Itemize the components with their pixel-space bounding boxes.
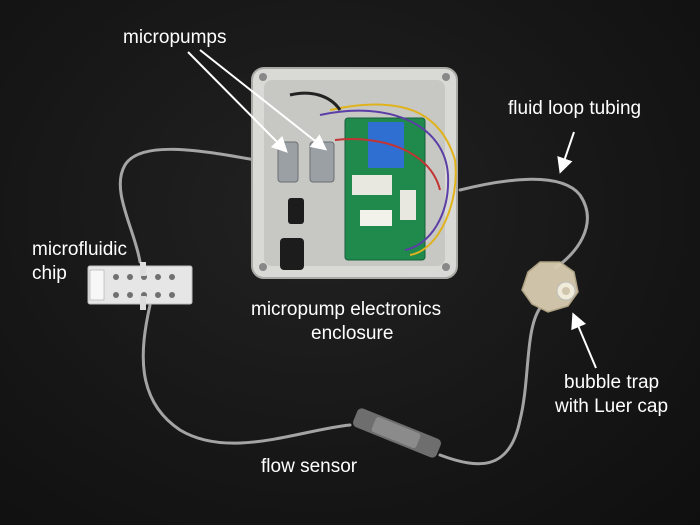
flow-sensor bbox=[353, 408, 441, 458]
bubble-trap bbox=[521, 261, 579, 313]
label-enclosure-line2: enclosure bbox=[311, 323, 394, 344]
electronics-enclosure bbox=[251, 67, 458, 279]
label-fluid-loop-tubing: fluid loop tubing bbox=[508, 98, 642, 119]
label-microfluidic-chip-line1: microfluidic bbox=[32, 239, 128, 260]
microfluidic-chip bbox=[87, 262, 193, 310]
label-bubble-trap-line2: with Luer cap bbox=[555, 396, 669, 417]
label-enclosure-line1: micropump electronics bbox=[251, 299, 442, 320]
label-bubble-trap-line1: bubble trap bbox=[564, 372, 660, 393]
label-micropumps: micropumps bbox=[123, 27, 227, 48]
label-microfluidic-chip-line2: chip bbox=[32, 263, 67, 284]
label-flow-sensor: flow sensor bbox=[261, 456, 358, 477]
